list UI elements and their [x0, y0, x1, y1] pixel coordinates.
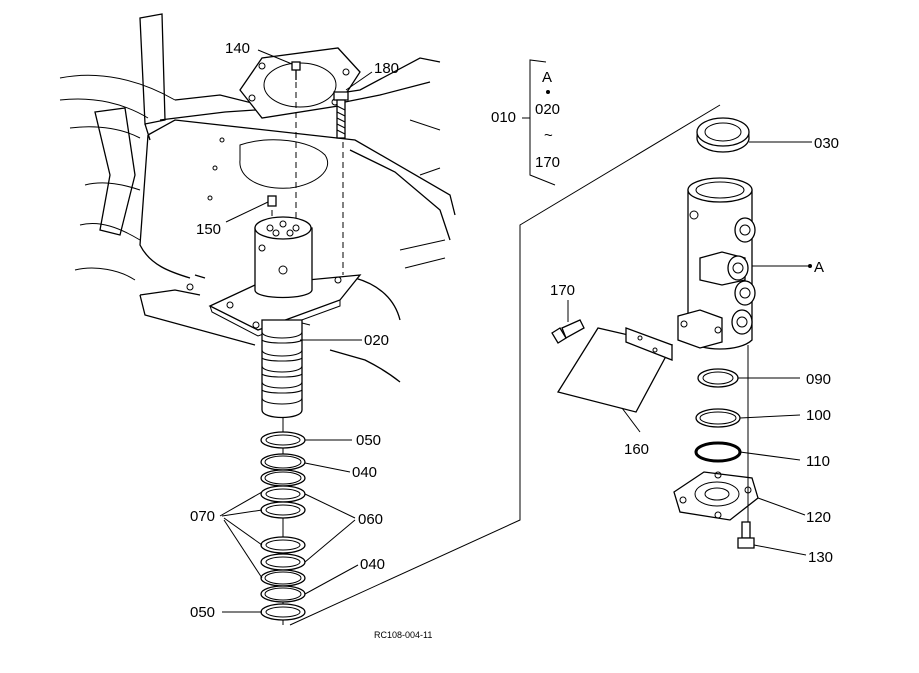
label-070: 070 [190, 508, 215, 525]
label-100: 100 [806, 407, 831, 424]
label-050-top: 050 [356, 432, 381, 449]
label-170: 170 [550, 282, 575, 299]
o-ring-110 [694, 441, 742, 463]
label-120: 120 [806, 509, 831, 526]
group-boundary-lines [289, 59, 721, 626]
label-040-top: 040 [352, 464, 377, 481]
label-050-bottom: 050 [190, 604, 215, 621]
label-130: 130 [808, 549, 833, 566]
screw-150 [267, 195, 277, 207]
label-180: 180 [374, 60, 399, 77]
label-020: 020 [364, 332, 389, 349]
swivel-housing [677, 177, 756, 350]
leader-dot [808, 264, 812, 268]
ring-090 [697, 368, 739, 388]
label-060: 060 [358, 511, 383, 528]
cover-120 [673, 471, 759, 521]
part-labels: 140 180 150 020 050 040 070 060 040 050 … [190, 40, 839, 640]
screw-140 [291, 61, 301, 80]
leader-lines [219, 49, 812, 613]
label-140: 140 [225, 40, 250, 57]
bolt-130 [737, 521, 755, 549]
swivel-joint-assembly [208, 216, 362, 337]
label-150: 150 [196, 221, 221, 238]
group-label-170: 170 [535, 154, 560, 171]
bolt-170 [551, 319, 585, 344]
seal-stack [260, 431, 306, 621]
label-010: 010 [491, 109, 516, 126]
label-030: 030 [814, 135, 839, 152]
group-label-a: A [542, 69, 552, 86]
group-label-range: ~ [544, 127, 553, 144]
label-090: 090 [806, 371, 831, 388]
label-160: 160 [624, 441, 649, 458]
label-a: A [814, 259, 824, 276]
leader-dot [546, 90, 550, 94]
bracket-160 [556, 327, 673, 413]
label-040-bottom: 040 [360, 556, 385, 573]
snap-ring-100 [695, 408, 741, 428]
group-label-020: 020 [535, 101, 560, 118]
machine-frame [59, 13, 456, 383]
spool-shaft-020 [261, 319, 303, 419]
bolt-180 [333, 91, 349, 139]
seal-ring-030 [696, 117, 750, 153]
label-110: 110 [806, 453, 830, 470]
drawing-reference: RC108-004-11 [374, 630, 432, 640]
